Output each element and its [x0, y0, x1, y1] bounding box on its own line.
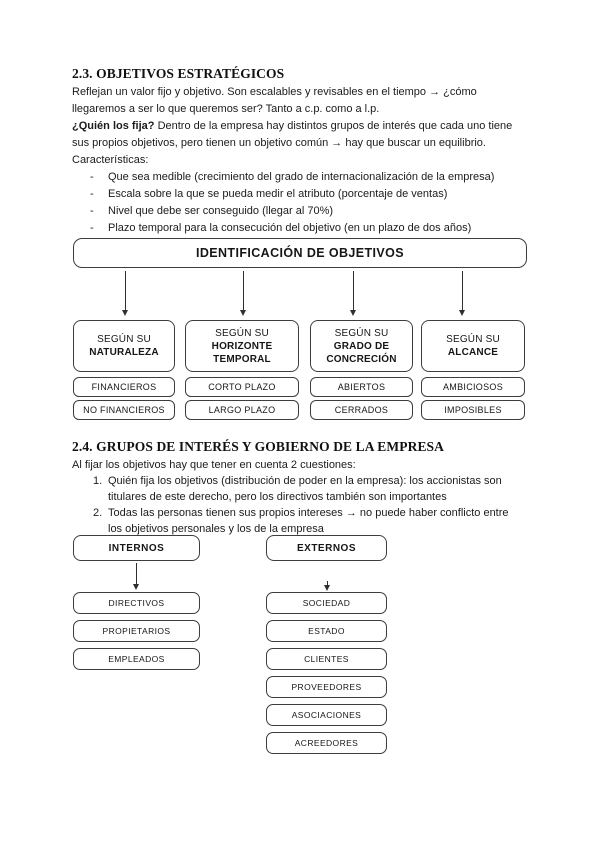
item-label: FINANCIEROS — [91, 382, 157, 392]
stakeholder-box-clientes: CLIENTES — [266, 648, 387, 670]
flow-arrow-line — [243, 271, 244, 310]
stakeholder-label: PROVEEDORES — [291, 682, 362, 692]
category-box-grado-de-concrecion: SEGÚN SU GRADO DE CONCRECIÓN — [310, 320, 413, 372]
group-label: INTERNOS — [108, 542, 165, 554]
section-2-3-heading: 2.3. OBJETIVOS ESTRATÉGICOS — [72, 66, 285, 81]
stakeholder-box-propietarios: PROPIETARIOS — [73, 620, 200, 642]
arrow-down-icon — [239, 310, 246, 316]
bullet-text: Escala sobre la que se pueda medir el at… — [108, 188, 448, 200]
numbered-text: Todas las personas tienen sus propios in… — [108, 507, 509, 519]
numbered-text: Quién fija los objetivos (distribución d… — [108, 475, 502, 487]
section-2-4-heading: 2.4. GRUPOS DE INTERÉS Y GOBIERNO DE LA … — [72, 439, 445, 454]
item-label: CORTO PLAZO — [208, 382, 276, 392]
category-box-naturaleza: SEGÚN SU NATURALEZA — [73, 320, 175, 372]
arrow-down-icon — [121, 310, 128, 316]
stakeholder-box-sociedad: SOCIEDAD — [266, 592, 387, 614]
bullet-text: Plazo temporal para la consecución del o… — [108, 222, 472, 234]
item-box-cerrados: CERRADOS — [310, 400, 413, 420]
numbered-item: 1. Quién fija los objetivos (distribución… — [72, 473, 540, 489]
bullet-marker: - — [90, 171, 94, 183]
item-label: IMPOSIBLES — [444, 405, 502, 415]
category-name: HORIZONTE TEMPORAL — [211, 340, 273, 365]
flow-arrow-line — [462, 271, 463, 310]
group-box-internos: INTERNOS — [73, 535, 200, 561]
bullet-item: - Plazo temporal para la consecución del … — [72, 220, 540, 237]
stakeholder-label: EMPLEADOS — [108, 654, 165, 664]
paragraph-line: Reflejan un valor fijo y objetivo. Son e… — [72, 86, 477, 98]
flow-arrow-line — [327, 581, 328, 586]
item-box-ambiciosos: AMBICIOSOS — [421, 377, 525, 397]
paragraph-line: llegaremos a ser lo que queremos ser? Ta… — [72, 103, 380, 115]
category-name: GRADO DE CONCRECIÓN — [326, 340, 397, 365]
section-grupos-de-interes: 2.4. GRUPOS DE INTERÉS Y GOBIERNO DE LA … — [72, 437, 540, 537]
item-box-corto-plazo: CORTO PLAZO — [185, 377, 299, 397]
paragraph-text: Dentro de la empresa hay distintos grupo… — [154, 120, 513, 132]
bullet-marker: - — [90, 188, 94, 200]
stakeholder-box-empleados: EMPLEADOS — [73, 648, 200, 670]
arrow-down-icon — [132, 584, 139, 590]
stakeholder-label: CLIENTES — [304, 654, 349, 664]
bullet-item: - Nivel que debe ser conseguido (llegar a… — [72, 203, 540, 220]
numbered-text-continuation: titulares de este derecho, pero los dire… — [108, 491, 447, 503]
diagram-root-label: IDENTIFICACIÓN DE OBJETIVOS — [195, 246, 405, 260]
paragraph-line: sus propios objetivos, pero tienen un ob… — [72, 137, 486, 149]
category-box-alcance: SEGÚN SU ALCANCE — [421, 320, 525, 372]
item-label: NO FINANCIEROS — [83, 405, 165, 415]
category-name: ALCANCE — [447, 347, 499, 358]
bullet-text: Que sea medible (crecimiento del grado d… — [108, 171, 495, 183]
stakeholder-box-acreedores: ACREEDORES — [266, 732, 387, 754]
item-label: LARGO PLAZO — [208, 405, 276, 415]
identificacion-de-objetivos-box: IDENTIFICACIÓN DE OBJETIVOS — [73, 238, 527, 268]
stakeholder-label: ASOCIACIONES — [291, 710, 362, 720]
flow-arrow-line — [353, 271, 354, 310]
item-label: ABIERTOS — [337, 382, 386, 392]
numbered-text-continuation: los objetivos personales y los de la emp… — [108, 523, 324, 535]
item-box-largo-plazo: LARGO PLAZO — [185, 400, 299, 420]
numbered-item: 2. Todas las personas tienen sus propios … — [72, 505, 540, 521]
caracteristicas-label: Características: — [72, 154, 149, 166]
flow-arrow-line — [125, 271, 126, 310]
category-prefix: SEGÚN SU — [97, 334, 151, 345]
bullet-item: - Escala sobre la que se pueda medir el a… — [72, 186, 540, 203]
number-marker: 2. — [93, 507, 103, 519]
group-box-externos: EXTERNOS — [266, 535, 387, 561]
arrow-down-icon — [323, 585, 330, 591]
arrow-down-icon — [349, 310, 356, 316]
bullet-marker: - — [90, 205, 94, 217]
flow-arrow-line — [136, 563, 137, 584]
item-label: AMBICIOSOS — [442, 382, 503, 392]
arrow-down-icon — [458, 310, 465, 316]
paragraph-line: Al fijar los objetivos hay que tener en … — [72, 459, 356, 471]
section-objetivos-estrategicos: 2.3. OBJETIVOS ESTRATÉGICOS Reflejan un … — [72, 64, 540, 237]
stakeholder-label: ACREEDORES — [294, 738, 359, 748]
stakeholder-box-proveedores: PROVEEDORES — [266, 676, 387, 698]
bullet-item: - Que sea medible (crecimiento del grado … — [72, 169, 540, 186]
category-prefix: SEGÚN SU — [446, 334, 500, 345]
item-box-no-financieros: NO FINANCIEROS — [73, 400, 175, 420]
group-label: EXTERNOS — [296, 542, 356, 554]
number-marker: 1. — [93, 475, 103, 487]
quien-los-fija-label: ¿Quién los fija? — [72, 120, 155, 132]
stakeholder-label: DIRECTIVOS — [108, 598, 165, 608]
paragraph-line: ¿Quién los fija? Dentro de la empresa ha… — [72, 118, 540, 135]
stakeholder-box-directivos: DIRECTIVOS — [73, 592, 200, 614]
stakeholder-label: ESTADO — [308, 626, 345, 636]
item-label: CERRADOS — [334, 405, 389, 415]
stakeholder-label: SOCIEDAD — [302, 598, 351, 608]
category-prefix: SEGÚN SU — [334, 327, 389, 339]
category-name: NATURALEZA — [89, 347, 159, 358]
item-box-abiertos: ABIERTOS — [310, 377, 413, 397]
stakeholder-label: PROPIETARIOS — [102, 626, 171, 636]
item-box-financieros: FINANCIEROS — [73, 377, 175, 397]
item-box-imposibles: IMPOSIBLES — [421, 400, 525, 420]
bullet-text: Nivel que debe ser conseguido (llegar al… — [108, 205, 334, 217]
stakeholder-box-asociaciones: ASOCIACIONES — [266, 704, 387, 726]
category-prefix: SEGÚN SU — [215, 327, 269, 339]
bullet-marker: - — [90, 222, 94, 234]
stakeholder-box-estado: ESTADO — [266, 620, 387, 642]
category-box-horizonte-temporal: SEGÚN SU HORIZONTE TEMPORAL — [185, 320, 299, 372]
